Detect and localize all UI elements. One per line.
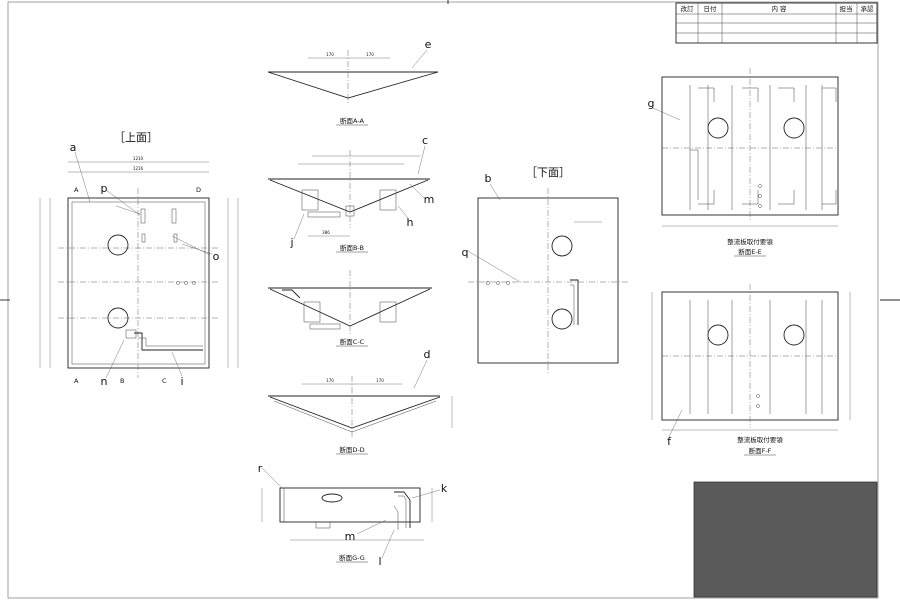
callout-q: q — [462, 246, 469, 259]
section-bb: 386 断面B-B — [268, 150, 430, 253]
callout-m-lower: m — [345, 530, 356, 543]
callout-j: j — [289, 236, 293, 249]
svg-text:170: 170 — [366, 52, 374, 57]
callout-k: k — [441, 482, 448, 495]
svg-text:386: 386 — [322, 230, 330, 235]
section-cc-caption: 断面C-C — [340, 337, 365, 346]
callout-g: g — [648, 97, 655, 110]
rev-header-approval: 承認 — [861, 4, 875, 13]
svg-text:1210: 1210 — [133, 156, 144, 161]
rev-header-content: 内 容 — [771, 4, 787, 13]
rev-header-date: 日付 — [704, 4, 718, 13]
top-view: ［上面］ A A B C D — [39, 131, 239, 385]
svg-text:1216: 1216 — [133, 166, 144, 171]
callout-b: b — [485, 172, 492, 185]
callouts: a b c d e f g h i j k l m m n o p q r — [70, 38, 672, 568]
rev-header-revision: 改訂 — [681, 4, 695, 13]
section-ee: 整流板取付要領 断面E-E — [661, 68, 839, 257]
section-mark-a-bottom: A — [74, 377, 79, 385]
title-block — [693, 481, 878, 598]
callout-n: n — [101, 375, 108, 388]
callout-p: p — [101, 182, 108, 195]
callout-o: o — [213, 250, 220, 263]
section-mark-d: D — [196, 186, 201, 194]
svg-text:170: 170 — [326, 52, 334, 57]
section-dd: 170 170 断面D-D — [268, 376, 453, 455]
rev-header-person: 担当 — [840, 4, 853, 13]
section-aa: 170 170 断面A-A — [267, 50, 439, 126]
callout-l: l — [378, 555, 381, 568]
callout-leaders — [74, 49, 683, 559]
svg-text:170: 170 — [326, 378, 334, 383]
bottom-view: ［下面］ — [468, 166, 628, 373]
section-ee-title: 整流板取付要領 — [727, 237, 773, 246]
callout-d: d — [424, 348, 431, 361]
callout-h: h — [407, 216, 414, 229]
section-dd-caption: 断面D-D — [339, 445, 364, 454]
section-aa-caption: 断面A-A — [340, 116, 365, 125]
callout-r: r — [258, 462, 263, 475]
callout-f: f — [667, 435, 672, 448]
bottom-view-title: ［下面］ — [526, 166, 570, 179]
section-gg: 断面G-G — [261, 487, 433, 563]
callout-e: e — [425, 38, 432, 51]
top-view-title: ［上面］ — [114, 131, 158, 144]
section-mark-a-top: A — [74, 186, 79, 194]
svg-text:170: 170 — [376, 378, 384, 383]
section-ff-title: 整流板取付要領 — [737, 435, 783, 444]
section-mark-c: C — [162, 377, 167, 385]
callout-c: c — [422, 134, 428, 147]
section-bb-caption: 断面B-B — [340, 243, 364, 252]
section-gg-caption: 断面G-G — [339, 553, 365, 562]
section-cc: 断面C-C — [268, 270, 432, 347]
section-ee-caption: 断面E-E — [738, 247, 762, 256]
section-mark-b: B — [120, 377, 124, 385]
callout-m-upper: m — [424, 193, 435, 206]
callout-i: i — [180, 375, 183, 388]
section-ff: 整流板取付要領 断面F-F — [651, 284, 851, 456]
callout-a: a — [70, 141, 77, 154]
revision-table: 改訂 日付 内 容 担当 承認 — [675, 2, 878, 44]
section-ff-caption: 断面F-F — [749, 446, 772, 455]
